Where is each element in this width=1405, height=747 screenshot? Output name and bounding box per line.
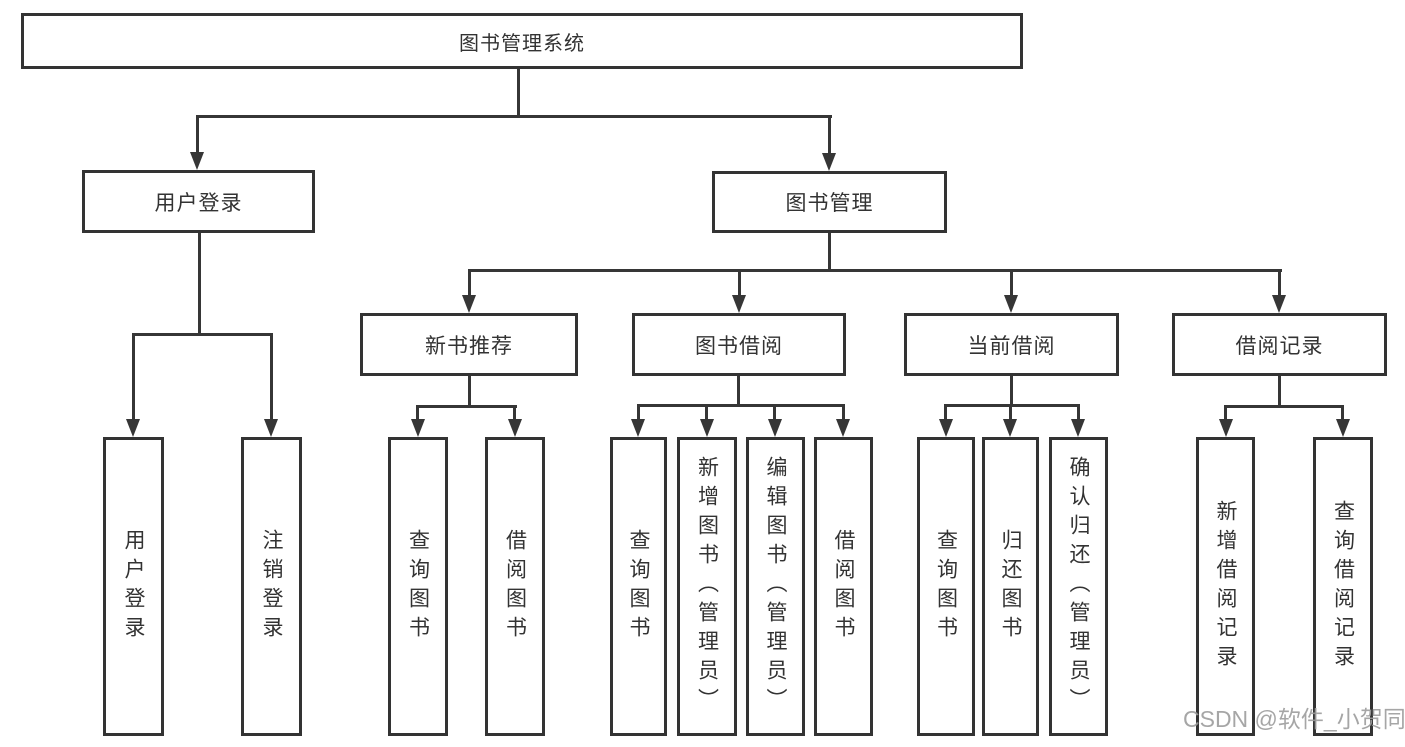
connector-line <box>1278 376 1281 408</box>
leaf-user-login: 用户登录 <box>103 437 164 736</box>
arrowhead-icon <box>1219 419 1233 437</box>
leaf-borrow-books-recommend: 借阅图书 <box>485 437 545 736</box>
connector-line <box>842 404 845 421</box>
connector-line <box>637 404 640 421</box>
connector-line <box>1341 405 1344 421</box>
connector-line <box>944 404 1080 407</box>
connector-line <box>132 333 135 421</box>
connector-line <box>705 404 708 421</box>
leaf-add-borrow-record: 新增借阅记录 <box>1196 437 1255 736</box>
node-book-management: 图书管理 <box>712 171 947 233</box>
leaf-query-borrow-record: 查询借阅记录 <box>1313 437 1373 736</box>
connector-line <box>198 233 201 335</box>
arrowhead-icon <box>732 295 746 313</box>
node-new-book-recommend: 新书推荐 <box>360 313 578 376</box>
node-root: 图书管理系统 <box>21 13 1023 69</box>
node-user-login: 用户登录 <box>82 170 315 233</box>
connector-line <box>1278 269 1281 298</box>
arrowhead-icon <box>1336 419 1350 437</box>
connector-line <box>517 69 520 117</box>
connector-line <box>828 233 831 272</box>
connector-line <box>1010 376 1013 407</box>
connector-line <box>773 404 776 421</box>
connector-line <box>828 115 831 156</box>
arrowhead-icon <box>836 419 850 437</box>
node-borrow-records: 借阅记录 <box>1172 313 1387 376</box>
arrowhead-icon <box>1004 295 1018 313</box>
connector-line <box>738 269 741 298</box>
leaf-borrow-books: 借阅图书 <box>814 437 873 736</box>
arrowhead-icon <box>264 419 278 437</box>
connector-line <box>1077 404 1080 421</box>
connector-line <box>1224 405 1344 408</box>
arrowhead-icon <box>768 419 782 437</box>
leaf-query-books-borrow: 查询图书 <box>610 437 667 736</box>
node-book-borrow: 图书借阅 <box>632 313 846 376</box>
leaf-confirm-return-admin: 确认归还（管理员） <box>1049 437 1108 736</box>
arrowhead-icon <box>190 152 204 170</box>
connector-line <box>944 404 947 421</box>
arrowhead-icon <box>939 419 953 437</box>
connector-line <box>468 269 471 298</box>
arrowhead-icon <box>1071 419 1085 437</box>
arrowhead-icon <box>1272 295 1286 313</box>
leaf-return-book: 归还图书 <box>982 437 1039 736</box>
arrowhead-icon <box>126 419 140 437</box>
connector-line <box>132 333 273 336</box>
connector-line <box>737 376 740 407</box>
connector-line <box>270 333 273 421</box>
arrowhead-icon <box>631 419 645 437</box>
leaf-add-book-admin: 新增图书（管理员） <box>677 437 737 736</box>
connector-line <box>1010 269 1013 298</box>
arrowhead-icon <box>411 419 425 437</box>
connector-line <box>416 405 517 408</box>
connector-line <box>1224 405 1227 421</box>
leaf-query-books-current: 查询图书 <box>917 437 975 736</box>
connector-line <box>416 405 419 421</box>
arrowhead-icon <box>462 295 476 313</box>
connector-line <box>468 376 471 408</box>
node-current-borrow: 当前借阅 <box>904 313 1119 376</box>
arrowhead-icon <box>508 419 522 437</box>
arrowhead-icon <box>1003 419 1017 437</box>
connector-line <box>196 115 199 155</box>
connector-line <box>637 404 845 407</box>
connector-line <box>513 405 516 421</box>
connector-line <box>196 115 832 118</box>
csdn-watermark: CSDN @软件_小贺同学 <box>1183 706 1405 732</box>
leaf-logout: 注销登录 <box>241 437 302 736</box>
connector-line <box>468 269 1282 272</box>
arrowhead-icon <box>822 153 836 171</box>
leaf-query-books-recommend: 查询图书 <box>388 437 448 736</box>
leaf-edit-book-admin: 编辑图书（管理员） <box>746 437 805 736</box>
arrowhead-icon <box>700 419 714 437</box>
connector-line <box>1009 404 1012 421</box>
